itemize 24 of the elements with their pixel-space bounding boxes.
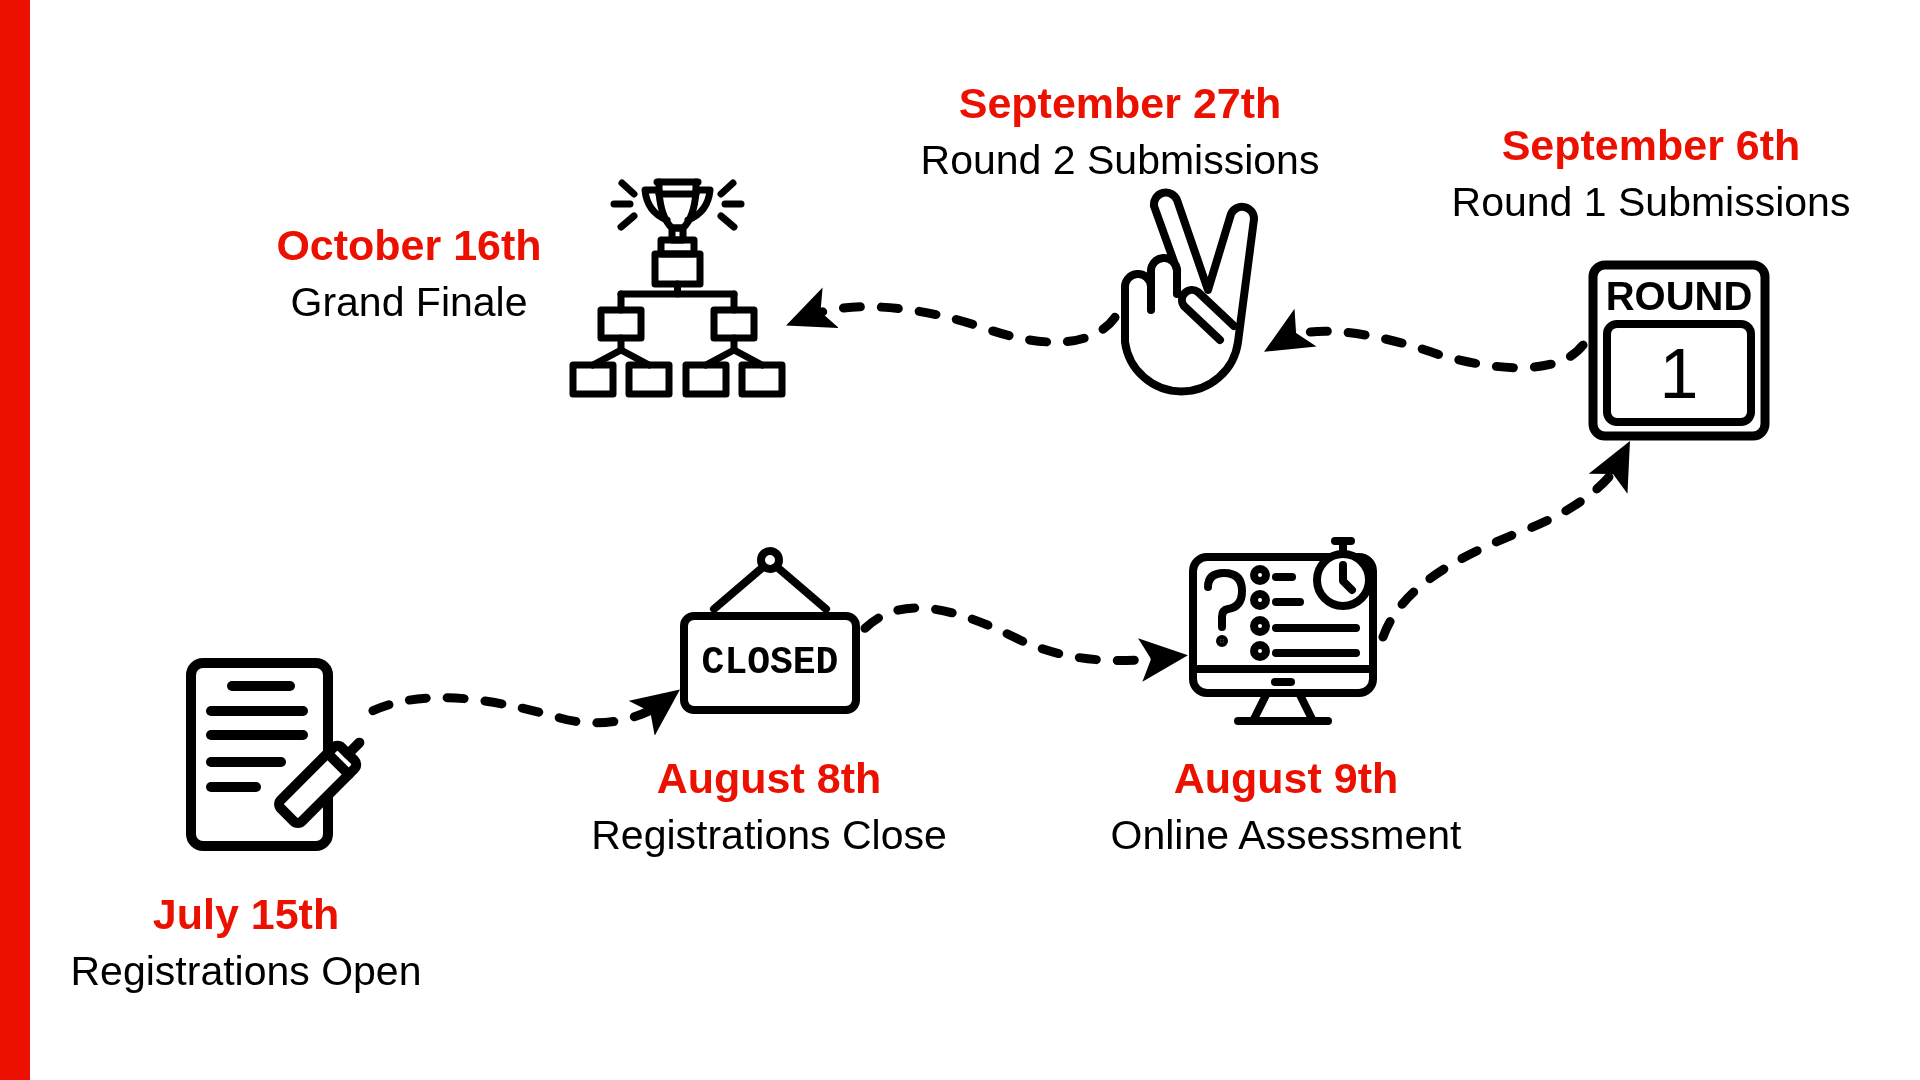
round-card (1588, 260, 1770, 441)
event-label: Online Assessment (1110, 812, 1462, 860)
dashed-arrow (860, 603, 1188, 682)
computer-quiz-icon (1188, 535, 1378, 726)
date-label: July 15th (152, 890, 340, 940)
date-label: August 8th (656, 754, 882, 804)
dashed-arrow (1262, 309, 1588, 373)
date-label: October 16th (276, 221, 542, 271)
event-label: Registrations Close (591, 812, 947, 860)
event-label: Grand Finale (290, 279, 528, 327)
trophy-bracket-icon (569, 178, 786, 398)
event-label: Round 2 Submissions (920, 137, 1320, 185)
event-label: Round 1 Submissions (1451, 179, 1851, 227)
date-label: September 6th (1501, 121, 1801, 171)
sign-text: CLOSED (701, 644, 839, 682)
date-label: September 27th (958, 79, 1282, 129)
dashed-arrow (1378, 441, 1632, 642)
card-heading: ROUND (1605, 276, 1753, 316)
dashed-arrow (368, 690, 681, 736)
round-number: 1 (1659, 339, 1699, 409)
event-label: Registrations Open (70, 948, 422, 996)
date-label: August 9th (1173, 754, 1399, 804)
closed-sign (680, 612, 860, 714)
dashed-arrow (785, 288, 1120, 347)
